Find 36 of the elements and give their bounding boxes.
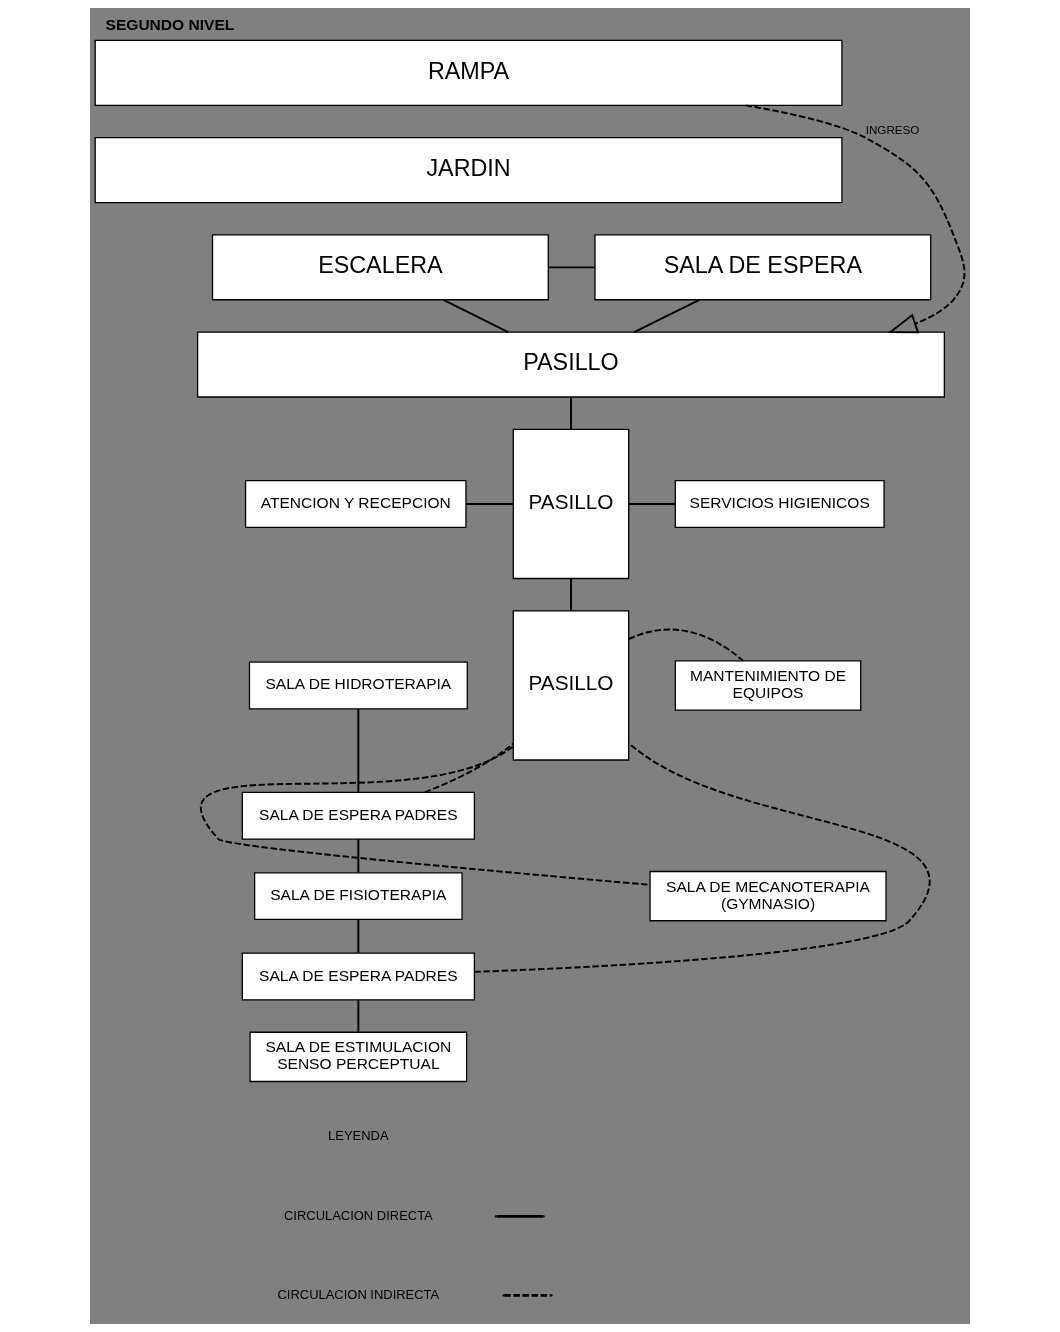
connector [465, 502, 514, 505]
node-box: ATENCION Y RECEPCION [244, 479, 467, 528]
diagram-title: SEGUNDO NIVEL [105, 15, 235, 33]
node-box: PASILLO [512, 610, 630, 761]
node-box: SALA DE ESPERA PADRES [241, 791, 476, 840]
connector [423, 742, 515, 794]
connector [442, 298, 510, 334]
connector [570, 396, 572, 431]
connector [547, 266, 596, 269]
node-box: SALA DE ESPERA PADRES [241, 952, 476, 1001]
connector [357, 708, 360, 793]
connector [570, 577, 572, 612]
edge-label: INGRESO [865, 123, 920, 137]
node-box: SALA DE FISIOTERAPIA [254, 872, 463, 921]
node-box: PASILLO [512, 428, 630, 580]
node-box: MANTENIMIENTO DE EQUIPOS [674, 660, 862, 711]
legend-label: CIRCULACION DIRECTA [283, 1207, 433, 1223]
connector [357, 918, 360, 954]
node-box: RAMPA [94, 39, 843, 106]
connector [627, 502, 676, 505]
legend-label: CIRCULACION INDIRECTA [277, 1286, 440, 1302]
node-box: JARDIN [94, 137, 843, 204]
node-box: SALA DE MECANOTERAPIA (GYMNASIO) [649, 870, 887, 922]
label: LEYENDA [328, 1128, 389, 1144]
connector [627, 628, 744, 662]
arrow [744, 104, 966, 334]
node-box: PASILLO [196, 331, 945, 398]
node-box: SALA DE HIDROTERAPIA [248, 661, 468, 710]
node-box: ESCALERA [211, 234, 549, 301]
node-box: SALA DE ESPERA [594, 234, 932, 301]
connector [357, 838, 360, 874]
connector [473, 742, 931, 973]
node-box: SERVICIOS HIGIENICOS [674, 479, 885, 528]
node-box: SALA DE ESTIMULACION SENSO PERCEPTUAL [249, 1031, 468, 1083]
connector [357, 998, 360, 1034]
connector [633, 298, 701, 334]
